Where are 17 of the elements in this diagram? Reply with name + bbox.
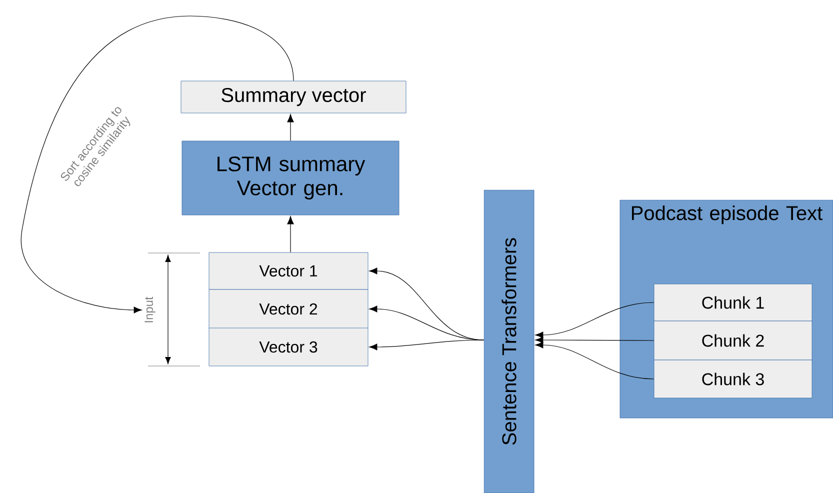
chunk-cell: Chunk 1 [654, 284, 812, 322]
arrow [287, 114, 294, 142]
vector-cell: Vector 1 [208, 252, 368, 290]
vector-cell: Vector 2 [208, 289, 368, 329]
vector-cell: Vector 3 [208, 328, 368, 366]
arrow [535, 342, 654, 380]
arrow [20, 16, 294, 314]
arrow [369, 340, 484, 350]
chunk-cell: Chunk 3 [654, 360, 812, 398]
output-box: Summary vector [180, 80, 406, 114]
arrow [287, 216, 294, 253]
arrow [535, 302, 654, 338]
dimension-label: Input [144, 296, 156, 322]
chunk-cell: Chunk 2 [654, 320, 812, 360]
arrow [535, 336, 654, 344]
process-box: LSTM summary Vector gen. [182, 140, 400, 216]
model-bar: Sentence Transformers [484, 190, 534, 493]
